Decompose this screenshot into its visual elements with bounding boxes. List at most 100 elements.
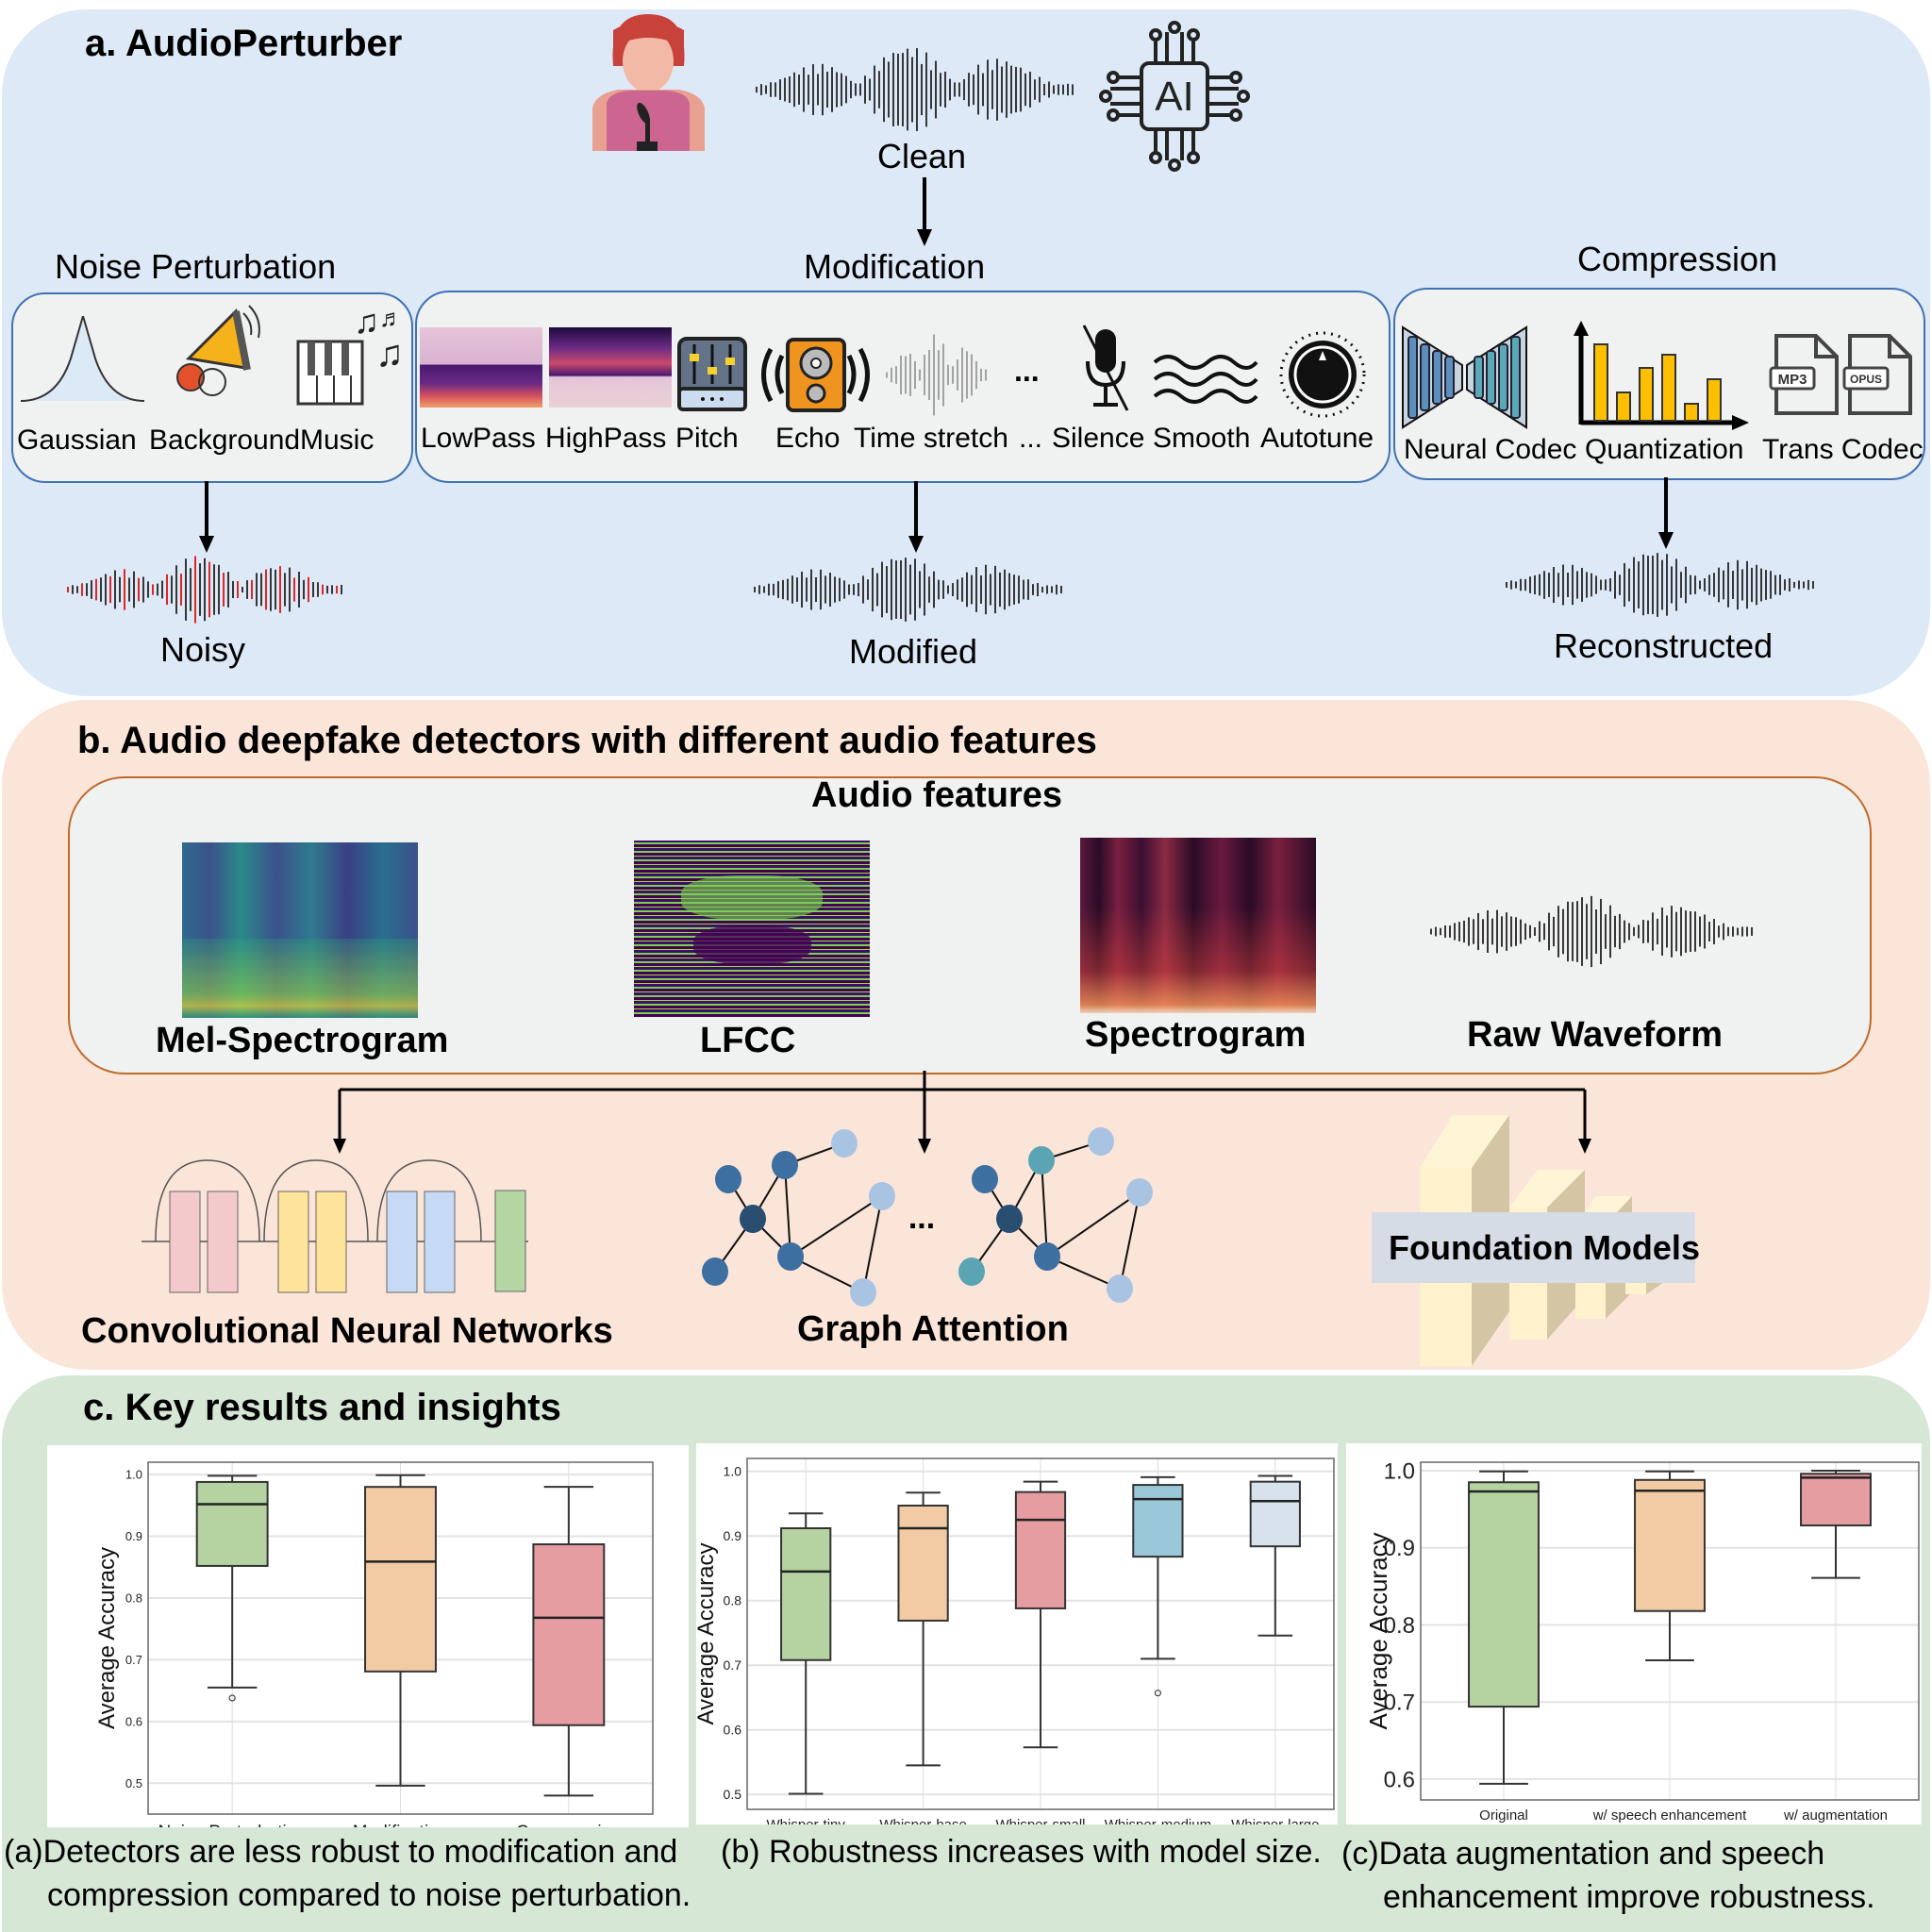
caption-b-line1: Robustness increases with model size. [769,1834,1322,1870]
model-cnn: Convolutional Neural Networks [81,1311,613,1351]
box-original [1468,1481,1540,1708]
y-tick-label: 0.9 [125,1529,142,1543]
y-tick-label: 0.5 [125,1776,142,1790]
y-axis-label: Average Accuracy [94,1547,120,1729]
x-tick-label: Modification [353,1823,448,1827]
quantization-bars-icon [1574,321,1749,430]
echo-speaker-icon [761,338,870,412]
panel-b-title: b. Audio deepfake detectors with differe… [77,720,1097,761]
box-compression [532,1543,606,1726]
feature-to-model-connector [333,1071,1591,1154]
x-tick-label: Compression [516,1823,622,1827]
item-background: Background [149,425,301,456]
box-w-augmentation [1800,1473,1872,1527]
feature-mel-spectrogram: Mel-Spectrogram [156,1021,449,1060]
caption-c-line1: Data augmentation and speech [1378,1836,1825,1872]
x-tick-label: Whisper-large [1231,1817,1319,1824]
noise-perturbation-title: Noise Perturbation [55,247,337,286]
spectrogram-image [1080,838,1316,1013]
reconstructed-label: Reconstructed [1554,626,1774,665]
ai-chip-icon: AI [1099,21,1250,172]
modified-label: Modified [849,632,978,671]
box-whisper-base [897,1505,949,1622]
piano-music-icon: ♫♬♫ [296,302,404,406]
model-foundation-models: Foundation Models [1389,1228,1700,1267]
audio-features-title: Audio features [811,775,1063,815]
x-tick-label: Whisper-tiny [767,1817,846,1824]
graph-ellipsis: ... [908,1200,935,1236]
model-graph-attention: Graph Attention [797,1309,1069,1349]
trans-codec-files-icon: MP3 OPUS [1769,334,1912,415]
item-pitch: Pitch [675,423,739,454]
ellipsis-icon: ... [1014,354,1040,388]
arrow-down-icon [917,177,932,246]
reconstructed-waveform-icon [1506,553,1814,617]
outlier-point [228,1694,236,1702]
megaphone-icon [176,305,260,396]
mel-spectrogram-image [182,842,418,1018]
highpass-spectrogram-icon [549,327,672,408]
caption-a-line2: compression compared to noise perturbati… [47,1877,691,1913]
caption-c-line2: enhancement improve robustness. [1383,1879,1875,1915]
item-trans-codec: Trans Codec [1762,434,1924,465]
caption-a-prefix: (a) [4,1834,43,1870]
plot-frame [147,1461,654,1815]
plot-frame [1420,1461,1920,1801]
y-tick-label: 0.6 [1384,1767,1415,1792]
speaker-person-icon [592,14,705,151]
outlier-point [1154,1690,1161,1697]
arrow-down-icon [1658,477,1674,549]
ai-chip-text: AI [1155,74,1194,120]
y-tick-label: 0.7 [125,1653,142,1667]
box-whisper-large [1249,1480,1301,1548]
arrow-down-icon [199,481,214,553]
y-tick-label: 0.9 [724,1528,742,1543]
item-neural-codec: Neural Codec [1404,434,1577,465]
x-tick-label: Original [1479,1807,1528,1824]
smooth-waves-icon [1153,355,1258,404]
svg-text:♫: ♫ [375,333,404,375]
modified-waveform-icon [754,558,1062,622]
y-tick-label: 0.5 [724,1787,742,1802]
item-ellipsis: ... [1019,423,1043,454]
item-silence: Silence [1052,423,1145,454]
y-tick-label: 0.8 [724,1593,742,1608]
feature-raw-waveform: Raw Waveform [1467,1015,1723,1055]
feature-lfcc: LFCC [700,1021,796,1060]
mp3-label: MP3 [1778,372,1807,388]
caption-a: (a)Detectors are less robust to modifica… [4,1830,691,1917]
clean-label: Clean [877,137,967,175]
autotune-knob-icon [1279,331,1366,418]
noisy-waveform-icon [67,556,342,624]
raw-waveform-image [1430,895,1753,968]
y-tick-label: 1.0 [724,1464,742,1479]
box-noise-perturbation [195,1480,269,1567]
y-tick-label: 0.6 [125,1714,142,1728]
svg-text:♫: ♫ [354,302,379,341]
item-lowpass: LowPass [421,423,536,454]
opus-label: OPUS [1850,373,1882,386]
y-tick-label: 0.8 [1384,1613,1415,1639]
graph-attention-icon: ... [702,1127,1153,1307]
box-whisper-small [1014,1491,1067,1609]
y-tick-label: 0.8 [125,1591,142,1606]
time-stretch-waveform-icon [886,334,987,416]
panel-a-title: a. AudioPerturber [85,23,403,64]
item-autotune: Autotune [1260,423,1374,454]
svg-text:♬: ♬ [379,304,404,332]
x-tick-label: w/ augmentation [1783,1807,1888,1824]
caption-c-prefix: (c) [1341,1836,1379,1872]
plot-frame [746,1457,1335,1810]
x-tick-label: Whisper-small [995,1817,1085,1824]
box-w-speech-enhancement [1634,1478,1706,1612]
x-tick-label: Whisper-medium [1105,1817,1211,1824]
box-whisper-medium [1132,1484,1184,1558]
arrow-down-icon [908,481,924,553]
clean-waveform-icon [756,48,1074,131]
y-axis-label: Average Accuracy [1364,1532,1392,1729]
item-music: Music [300,425,375,456]
modification-title: Modification [804,247,986,286]
lowpass-spectrogram-icon [420,327,542,408]
